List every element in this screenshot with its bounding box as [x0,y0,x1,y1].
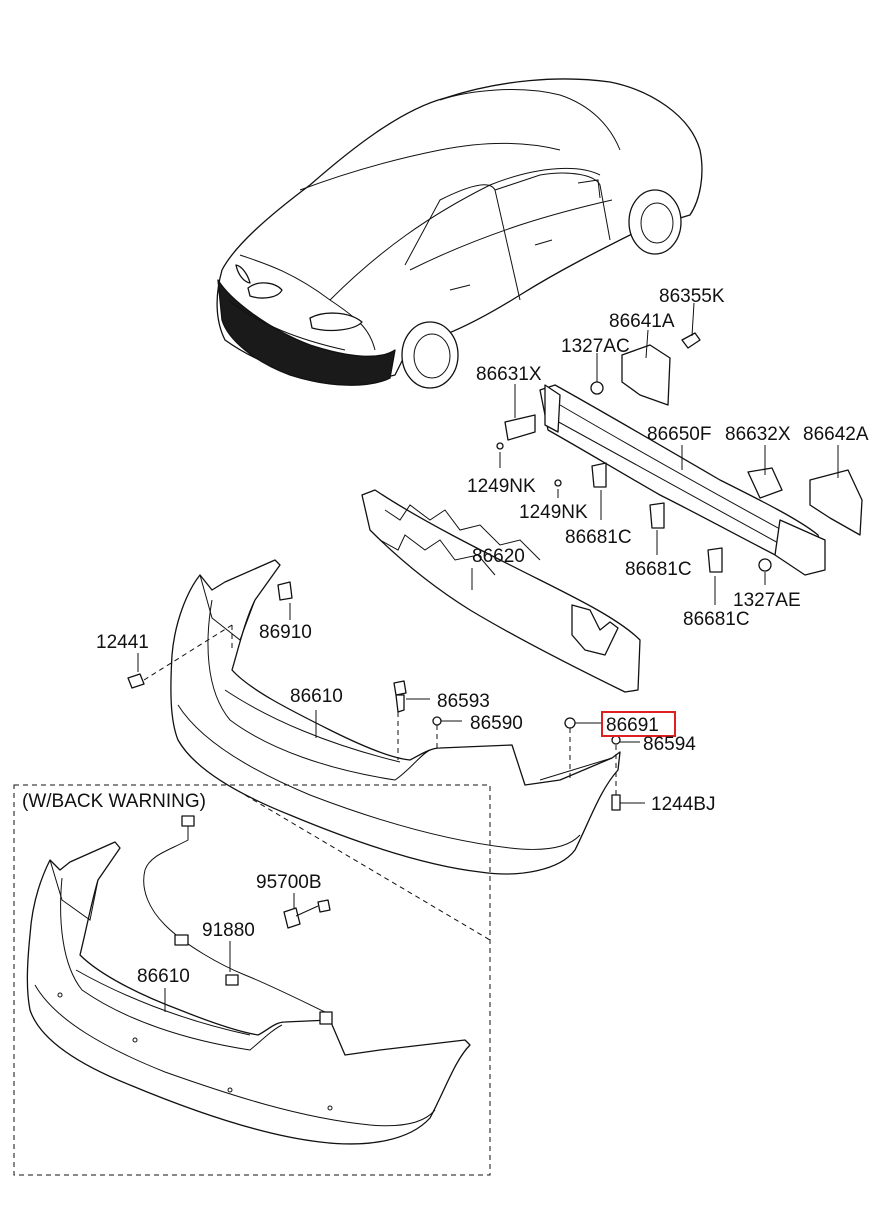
label-86632X: 86632X [725,424,791,445]
label-86681C-a: 86681C [565,527,632,548]
label-95700B: 95700B [256,872,322,893]
label-86590: 86590 [470,713,523,734]
label-86355K: 86355K [659,286,725,307]
leader-lines [137,302,839,1012]
bumper-cover [127,559,621,875]
label-86641A: 86641A [609,311,675,332]
part-labels: 86355K 86641A 1327AC 86631X 86650F 86632… [96,286,869,987]
inset-frame [13,784,491,1176]
label-1327AC: 1327AC [561,336,630,357]
label-86610: 86610 [290,686,343,707]
energy-absorber [361,489,641,693]
label-86610-inset: 86610 [137,966,190,987]
label-1249NK-a: 1249NK [467,476,536,497]
label-86594: 86594 [643,734,696,755]
label-86631X: 86631X [476,364,542,385]
label-1249NK-b: 1249NK [519,502,588,523]
label-91880: 91880 [202,920,255,941]
label-1327AE: 1327AE [733,590,801,611]
label-86910: 86910 [259,622,312,643]
label-86642A: 86642A [803,424,869,445]
label-86620: 86620 [472,546,525,567]
label-12441: 12441 [96,632,149,653]
inset-title: (W/BACK WARNING) [22,791,206,812]
label-86593: 86593 [437,691,490,712]
label-1244BJ: 1244BJ [651,794,715,815]
highlight-box [601,711,676,737]
back-warning-inset: (W/BACK WARNING) [13,784,491,1176]
label-86681C-c: 86681C [683,609,750,630]
label-86681C-b: 86681C [625,559,692,580]
car-illustration [216,78,703,389]
back-beam-assembly [496,332,863,576]
label-86650F: 86650F [647,424,711,445]
label-86691: 86691 [606,715,659,736]
